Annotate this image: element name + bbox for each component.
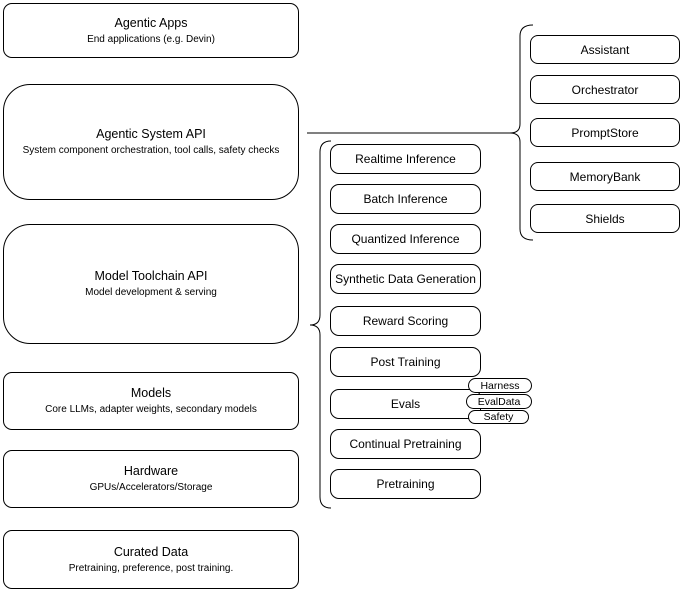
- node-title: Hardware: [123, 464, 179, 478]
- node-hardware: Hardware GPUs/Accelerators/Storage: [3, 450, 299, 508]
- node-subtitle: End applications (e.g. Devin): [87, 33, 215, 45]
- node-label: Post Training: [370, 355, 441, 369]
- node-title: Model Toolchain API: [94, 269, 208, 283]
- node-memorybank: MemoryBank: [530, 162, 680, 191]
- node-evals: Evals: [330, 389, 481, 419]
- node-subtitle: System component orchestration, tool cal…: [22, 145, 280, 156]
- node-title: Agentic Apps: [114, 15, 188, 30]
- node-label: Pretraining: [376, 477, 435, 491]
- node-label: Realtime Inference: [355, 152, 456, 166]
- node-title: Curated Data: [113, 544, 189, 559]
- node-harness-tag: Harness: [468, 378, 532, 393]
- node-label: Batch Inference: [363, 192, 448, 206]
- node-batch-inference: Batch Inference: [330, 184, 481, 214]
- node-realtime-inference: Realtime Inference: [330, 144, 481, 174]
- node-label: Evals: [390, 397, 421, 411]
- node-promptstore: PromptStore: [530, 118, 680, 147]
- node-assistant: Assistant: [530, 35, 680, 64]
- node-label: Shields: [585, 211, 625, 226]
- node-label: Harness: [480, 379, 520, 392]
- node-shields: Shields: [530, 204, 680, 233]
- node-label: Assistant: [580, 42, 630, 57]
- node-label: Safety: [483, 411, 514, 423]
- node-label: Orchestrator: [571, 82, 639, 97]
- node-title: Agentic System API: [96, 127, 206, 141]
- node-subtitle: Model development & serving: [85, 287, 217, 298]
- node-continual-pretraining: Continual Pretraining: [330, 429, 481, 459]
- node-safety-tag: Safety: [468, 410, 529, 424]
- node-label: Quantized Inference: [351, 232, 460, 246]
- node-curated-data: Curated Data Pretraining, preference, po…: [3, 530, 299, 589]
- node-label: Reward Scoring: [362, 314, 449, 328]
- node-label: EvalData: [477, 395, 521, 408]
- node-subtitle: Pretraining, preference, post training.: [68, 562, 234, 574]
- node-agentic-system-api: Agentic System API System component orch…: [3, 84, 299, 200]
- node-label: Continual Pretraining: [349, 437, 462, 451]
- node-subtitle: GPUs/Accelerators/Storage: [89, 482, 213, 493]
- node-label: MemoryBank: [569, 169, 641, 184]
- node-quantized-inference: Quantized Inference: [330, 224, 481, 254]
- node-agentic-apps: Agentic Apps End applications (e.g. Devi…: [3, 3, 299, 58]
- node-label: Synthetic Data Generation: [335, 272, 476, 286]
- node-pretraining: Pretraining: [330, 469, 481, 499]
- node-synthetic-data-generation: Synthetic Data Generation: [330, 264, 481, 294]
- node-post-training: Post Training: [330, 347, 481, 377]
- node-model-toolchain-api: Model Toolchain API Model development & …: [3, 224, 299, 344]
- node-models: Models Core LLMs, adapter weights, secon…: [3, 372, 299, 430]
- node-reward-scoring: Reward Scoring: [330, 306, 481, 336]
- node-evaldata-tag: EvalData: [466, 394, 532, 409]
- node-label: PromptStore: [571, 125, 639, 140]
- node-title: Models: [130, 386, 172, 400]
- node-orchestrator: Orchestrator: [530, 75, 680, 104]
- node-subtitle: Core LLMs, adapter weights, secondary mo…: [45, 404, 257, 415]
- toolchain-brace: [309, 140, 332, 509]
